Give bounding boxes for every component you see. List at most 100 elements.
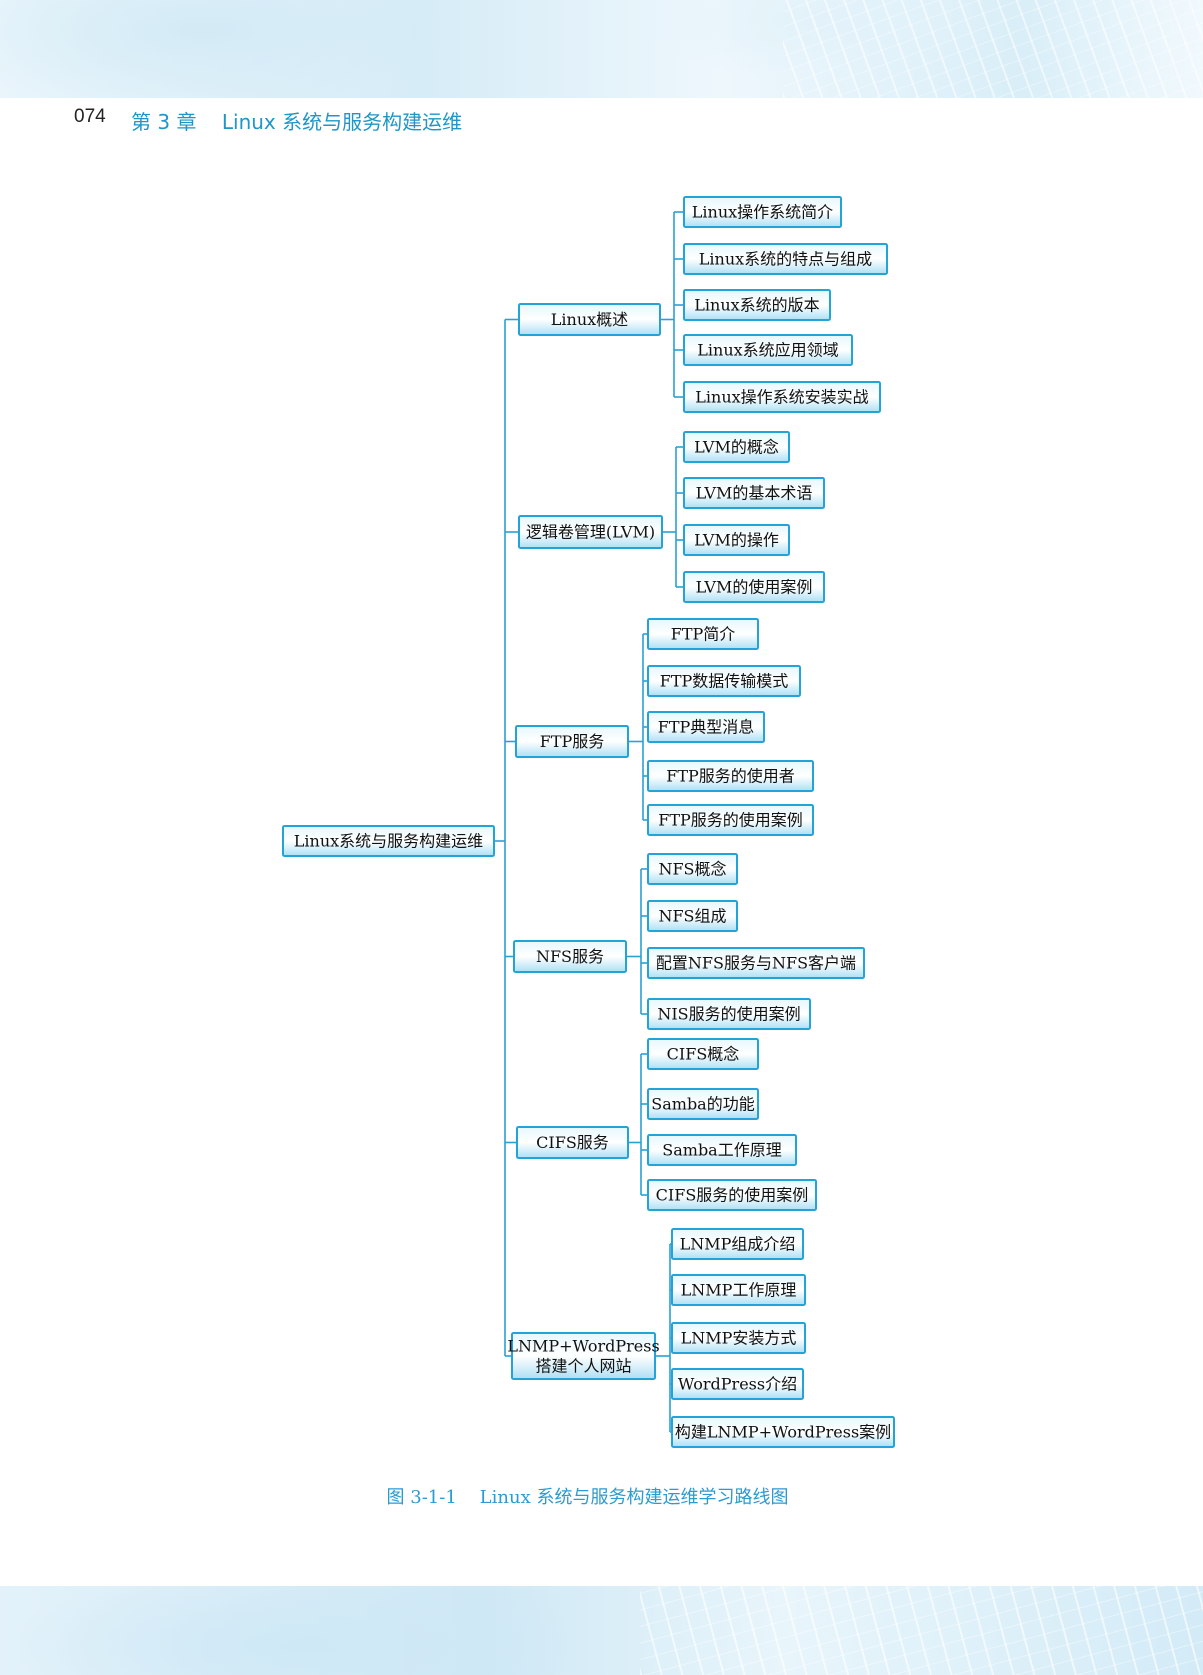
child-node-4-2-box: [647, 900, 738, 932]
child-node-2-2-box: [683, 477, 825, 509]
child-node-5-3-label: Samba工作原理: [662, 1141, 781, 1160]
child-node-3-4-box: [647, 760, 814, 792]
child-node-3-2-label: FTP数据传输模式: [660, 672, 789, 691]
branch-node-2-label: 逻辑卷管理(LVM): [526, 523, 655, 542]
child-node-3-4-label: FTP服务的使用者: [666, 767, 795, 786]
branch-node-2-box: [518, 515, 663, 549]
child-node-4-3: 配置NFS服务与NFS客户端: [647, 947, 865, 979]
branch-node-5-label: CIFS服务: [536, 1133, 609, 1152]
branch-node-4-box: [513, 940, 627, 973]
child-node-6-1: LNMP组成介绍: [671, 1228, 804, 1260]
root-node-box: [282, 825, 495, 857]
child-node-1-4-box: [683, 334, 853, 366]
child-node-6-1-box: [671, 1228, 804, 1260]
root-node-label: Linux系统与服务构建运维: [294, 832, 483, 851]
child-node-6-5-box: [671, 1416, 895, 1448]
child-node-5-3: Samba工作原理: [647, 1134, 797, 1166]
child-node-4-1: NFS概念: [647, 853, 738, 885]
child-node-5-4: CIFS服务的使用案例: [647, 1179, 817, 1211]
child-node-5-1-box: [647, 1038, 759, 1070]
chapter-title: 第 3 章 Linux 系统与服务构建运维: [131, 110, 463, 134]
child-node-2-4-box: [683, 571, 825, 603]
child-node-1-5: Linux操作系统安装实战: [683, 381, 881, 413]
child-node-4-2-label: NFS组成: [658, 907, 726, 926]
child-node-6-4-box: [671, 1368, 804, 1400]
child-node-3-5-label: FTP服务的使用案例: [658, 811, 803, 830]
header-banner: [0, 0, 1203, 98]
page-number: 074: [74, 106, 106, 127]
child-node-4-1-box: [647, 853, 738, 885]
child-node-5-2-label: Samba的功能: [651, 1095, 754, 1114]
child-node-5-4-box: [647, 1179, 817, 1211]
child-node-6-5: 构建LNMP+WordPress案例: [671, 1416, 895, 1448]
child-node-1-3-label: Linux系统的版本: [694, 296, 819, 315]
child-node-6-2-label: LNMP工作原理: [681, 1281, 797, 1300]
child-node-1-4: Linux系统应用领域: [683, 334, 853, 366]
child-node-2-2: LVM的基本术语: [683, 477, 825, 509]
child-node-6-3-box: [671, 1322, 806, 1354]
child-node-3-3-label: FTP典型消息: [658, 718, 755, 737]
child-node-4-3-box: [647, 947, 865, 979]
child-node-2-3: LVM的操作: [683, 524, 790, 556]
child-node-2-1-box: [683, 431, 790, 463]
branch-node-5-box: [516, 1126, 629, 1159]
child-node-3-3-box: [647, 711, 765, 743]
child-node-6-5-label: 构建LNMP+WordPress案例: [675, 1423, 891, 1442]
figure-caption: 图 3-1-1 Linux 系统与服务构建运维学习路线图: [386, 1487, 789, 1508]
child-node-6-2-box: [671, 1274, 806, 1306]
child-node-5-3-box: [647, 1134, 797, 1166]
branch-node-3-box: [515, 725, 629, 758]
child-node-1-1-label: Linux操作系统简介: [692, 203, 833, 222]
child-node-3-1-box: [647, 618, 759, 650]
child-node-2-2-label: LVM的基本术语: [696, 484, 813, 503]
child-node-6-3-label: LNMP安装方式: [681, 1329, 797, 1348]
child-node-3-1-label: FTP简介: [671, 625, 736, 644]
child-node-6-2: LNMP工作原理: [671, 1274, 806, 1306]
child-node-1-5-box: [683, 381, 881, 413]
child-node-5-4-label: CIFS服务的使用案例: [656, 1186, 809, 1205]
child-node-1-2-box: [683, 243, 888, 275]
branch-node-2: 逻辑卷管理(LVM): [518, 515, 663, 549]
child-node-1-4-label: Linux系统应用领域: [697, 341, 838, 360]
child-node-5-1: CIFS概念: [647, 1038, 759, 1070]
child-node-3-5-box: [647, 804, 814, 836]
child-node-6-4-label: WordPress介绍: [678, 1375, 797, 1394]
branch-node-3-label: FTP服务: [540, 732, 605, 751]
child-node-3-4: FTP服务的使用者: [647, 760, 814, 792]
child-node-3-2: FTP数据传输模式: [647, 665, 801, 697]
child-node-4-4-label: NIS服务的使用案例: [657, 1005, 800, 1024]
child-node-5-1-label: CIFS概念: [667, 1045, 740, 1064]
child-node-4-1-label: NFS概念: [658, 860, 726, 879]
child-node-3-5: FTP服务的使用案例: [647, 804, 814, 836]
child-node-2-1-label: LVM的概念: [694, 438, 779, 457]
footer-banner: [0, 1586, 1203, 1675]
child-node-1-3: Linux系统的版本: [683, 289, 831, 321]
child-node-6-4: WordPress介绍: [671, 1368, 804, 1400]
child-node-4-4-box: [647, 998, 811, 1030]
child-node-4-2: NFS组成: [647, 900, 738, 932]
child-node-2-3-box: [683, 524, 790, 556]
child-node-6-1-label: LNMP组成介绍: [680, 1235, 796, 1254]
branch-node-4: NFS服务: [513, 940, 627, 973]
child-node-2-3-label: LVM的操作: [694, 531, 779, 550]
child-node-4-4: NIS服务的使用案例: [647, 998, 811, 1030]
child-node-5-2-box: [647, 1088, 759, 1120]
branch-node-3: FTP服务: [515, 725, 629, 758]
branch-node-1-box: [518, 303, 661, 336]
child-node-3-2-box: [647, 665, 801, 697]
child-node-6-3: LNMP安装方式: [671, 1322, 806, 1354]
child-node-3-1: FTP简介: [647, 618, 759, 650]
root-node: Linux系统与服务构建运维: [282, 825, 495, 857]
child-node-5-2: Samba的功能: [647, 1088, 759, 1120]
branch-node-6-box: [511, 1332, 656, 1380]
child-node-1-3-box: [683, 289, 831, 321]
child-node-4-3-label: 配置NFS服务与NFS客户端: [656, 954, 856, 973]
branch-node-1: Linux概述: [518, 303, 661, 336]
child-node-2-1: LVM的概念: [683, 431, 790, 463]
branch-node-5: CIFS服务: [516, 1126, 629, 1159]
child-node-2-4: LVM的使用案例: [683, 571, 825, 603]
child-node-3-3: FTP典型消息: [647, 711, 765, 743]
child-node-1-2: Linux系统的特点与组成: [683, 243, 888, 275]
